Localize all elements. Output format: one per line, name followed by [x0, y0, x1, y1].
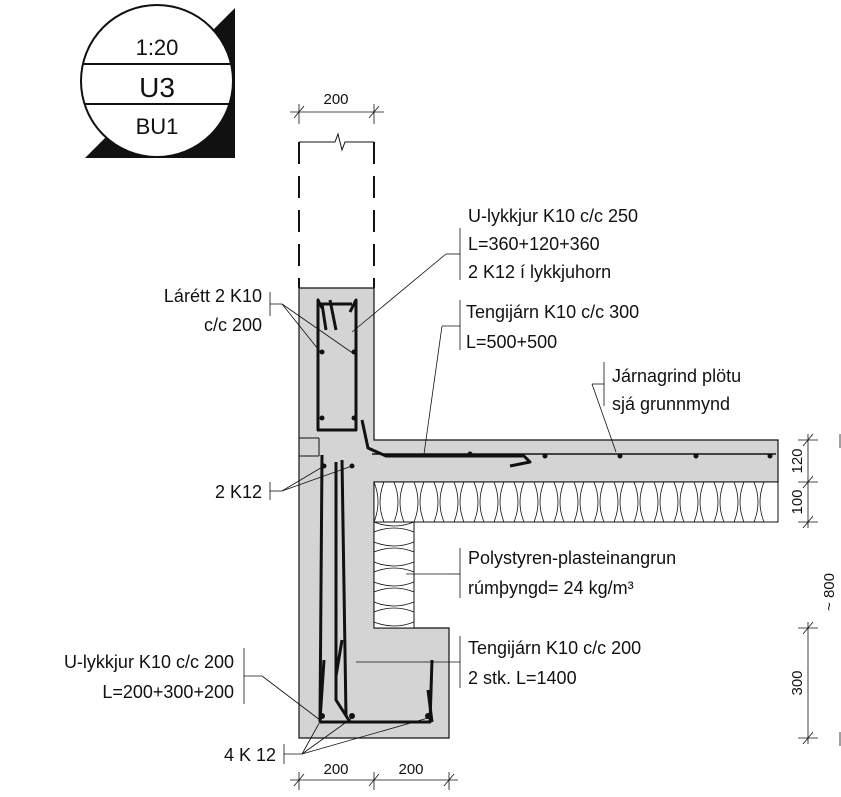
insulation-line2: rúmþyngd= 24 kg/m³	[468, 578, 634, 598]
dowels-footing-line2: 2 stk. L=1400	[468, 668, 577, 688]
title-stamp: 1:20 U3 BU1	[80, 4, 235, 158]
stamp-detail-id: U3	[139, 72, 175, 103]
slab-mesh-line2: sjá grunnmynd	[612, 394, 730, 414]
dowels-slab-line1: Tengijárn K10 c/c 300	[466, 302, 639, 322]
insulation-vertical	[373, 521, 415, 629]
label-four-k12: 4 K 12	[224, 717, 429, 765]
dim-footing-right: 200	[398, 761, 423, 778]
slab-mesh-line1: Járnagrind plötu	[612, 366, 741, 386]
u-loops-footing-line1: U-lykkjur K10 c/c 200	[64, 652, 234, 672]
label-insulation: Polystyren-plasteinangrun rúmþyngd= 24 k…	[406, 548, 676, 598]
stamp-scale: 1:20	[136, 35, 179, 60]
u-loops-footing-line2: L=200+300+200	[102, 682, 234, 702]
dowels-footing-line1: Tengijárn K10 c/c 200	[468, 638, 641, 658]
dim-right-footing: 300	[789, 621, 818, 745]
label-u-loops-wall: U-lykkjur K10 c/c 250 L=360+120+360 2 K1…	[351, 206, 638, 333]
label-dowels-slab: Tengijárn K10 c/c 300 L=500+500	[423, 300, 639, 455]
dim-footing-left: 200	[323, 761, 348, 778]
dim-total-depth: ~ 800	[821, 573, 838, 611]
label-slab-mesh: Járnagrind plötu sjá grunnmynd	[591, 362, 741, 453]
insulation-line1: Polystyren-plasteinangrun	[468, 548, 676, 568]
wall-above-dashed	[298, 132, 375, 288]
u-loops-wall-line2: L=360+120+360	[468, 234, 600, 254]
rebar	[316, 298, 776, 724]
label-horizontal-bars: Lárétt 2 K10 c/c 200	[164, 286, 355, 355]
dim-insulation-thickness: 100	[789, 489, 806, 514]
two-k12-text: 2 K12	[215, 482, 262, 502]
dim-right-total: ~ 800	[821, 434, 841, 746]
label-u-loops-footing: U-lykkjur K10 c/c 200 L=200+300+200	[64, 648, 321, 721]
stamp-drawing-ref: BU1	[136, 114, 179, 139]
u-loops-wall-line3: 2 K12 í lykkjuhorn	[468, 262, 611, 282]
four-k12-text: 4 K 12	[224, 745, 276, 765]
label-two-k12: 2 K12	[215, 465, 353, 502]
dim-slab-thickness: 120	[789, 448, 806, 473]
horizontal-bars-line1: Lárétt 2 K10	[164, 286, 262, 306]
dim-footing-height: 300	[789, 670, 806, 695]
insulation-under-slab	[373, 481, 779, 523]
horizontal-bars-line2: c/c 200	[204, 315, 262, 335]
dowels-slab-line2: L=500+500	[466, 332, 557, 352]
label-dowels-footing: Tengijárn K10 c/c 200 2 stk. L=1400	[356, 636, 641, 688]
stamp-circle	[80, 4, 234, 158]
dim-wall-thickness: 200	[290, 91, 384, 124]
dim-right-slab: 120 100	[789, 433, 818, 529]
u-loops-wall-line1: U-lykkjur K10 c/c 250	[468, 206, 638, 226]
dim-footing-bottom: 200 200	[290, 761, 458, 790]
dim-wall-thickness-label: 200	[323, 91, 348, 108]
